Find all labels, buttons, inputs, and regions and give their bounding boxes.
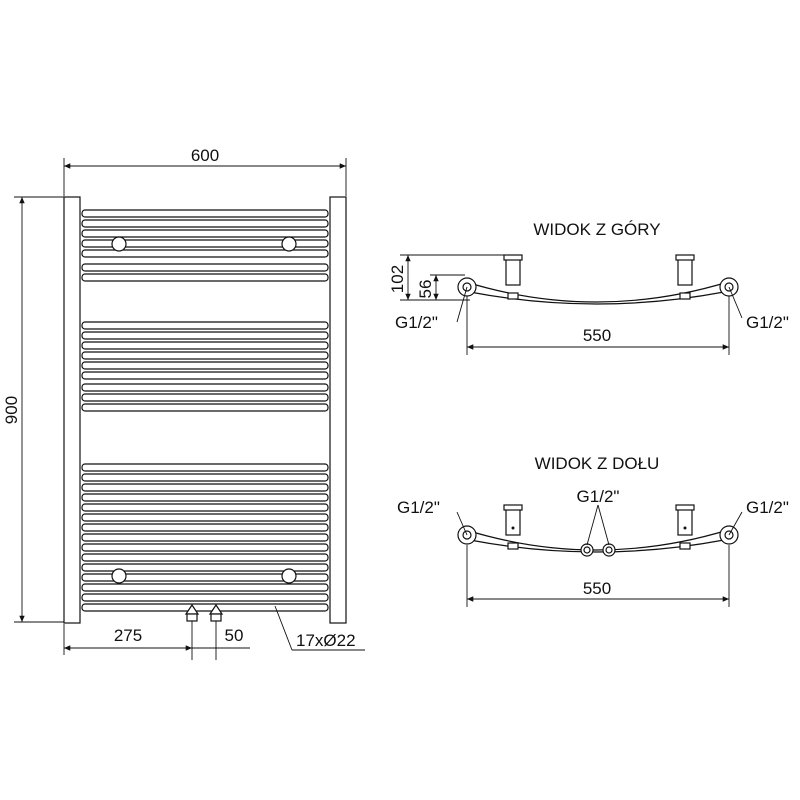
tubes-17x22-label: 17xØ22 — [296, 631, 356, 650]
top-curve-inner — [469, 291, 725, 305]
bottom-valves — [184, 603, 224, 660]
horizontal-tube — [81, 341, 329, 350]
horizontal-tube — [81, 463, 329, 472]
bottom-bracket-right — [677, 506, 693, 536]
depth-56-label: 56 — [416, 280, 435, 299]
right-post — [329, 196, 347, 624]
top-right-connection — [281, 236, 297, 252]
horizontal-tube — [81, 273, 329, 282]
height-900-label: 900 — [2, 396, 21, 424]
bottom-width-550-label: 550 — [583, 579, 611, 598]
horizontal-tube — [81, 563, 329, 572]
bottom-view: WIDOK Z DOŁU G1/2" G1/2" G1/2" 550 — [397, 454, 789, 607]
horizontal-tube — [81, 533, 329, 542]
spacing-50-label: 50 — [225, 626, 244, 645]
horizontal-tube — [81, 229, 329, 238]
top-width-550-label: 550 — [583, 326, 611, 345]
horizontal-tube — [81, 403, 329, 412]
horizontal-tube — [81, 219, 329, 228]
top-curve-outer — [465, 281, 729, 303]
top-view: WIDOK Z GÓRY 102 56 G1/2" G1/2" 550 — [388, 220, 789, 355]
horizontal-tube — [81, 493, 329, 502]
horizontal-tube — [81, 321, 329, 330]
horizontal-tube — [81, 593, 329, 602]
bottom-left-g12-label: G1/2" — [397, 498, 440, 517]
horizontal-tube — [81, 503, 329, 512]
left-post — [63, 196, 81, 624]
top-bracket-left — [505, 256, 521, 286]
horizontal-tube — [81, 473, 329, 482]
depth-102-label: 102 — [388, 265, 407, 293]
top-right-g12-label: G1/2" — [746, 313, 789, 332]
horizontal-tube — [81, 361, 329, 370]
bottom-curve-inner — [469, 539, 725, 553]
horizontal-tube — [81, 513, 329, 522]
bottom-right-connection — [281, 568, 297, 584]
horizontal-tube — [81, 209, 329, 218]
width-600-label: 600 — [191, 146, 219, 165]
top-bracket-right — [677, 256, 693, 286]
bottom-left-connection — [111, 568, 127, 584]
horizontal-tube — [81, 553, 329, 562]
top-left-connection — [111, 236, 127, 252]
bottom-curve-outer — [465, 529, 729, 551]
horizontal-tube — [81, 543, 329, 552]
bottom-center-g12-label: G1/2" — [577, 487, 620, 506]
horizontal-tube — [81, 383, 329, 392]
horizontal-tube — [81, 483, 329, 492]
front-view: 600 900 275 50 17xØ22 — [2, 146, 365, 660]
horizontal-tube — [81, 249, 329, 258]
horizontal-tube — [81, 263, 329, 272]
horizontal-tube — [81, 603, 329, 612]
horizontal-tube — [81, 573, 329, 582]
horizontal-tube — [81, 239, 329, 248]
top-left-g12-label: G1/2" — [395, 313, 438, 332]
bottom-right-g12-label: G1/2" — [746, 498, 789, 517]
top-view-title: WIDOK Z GÓRY — [533, 220, 660, 239]
horizontal-tube — [81, 331, 329, 340]
horizontal-tube — [81, 371, 329, 380]
bottom-view-title: WIDOK Z DOŁU — [535, 454, 660, 473]
horizontal-tubes — [81, 209, 329, 612]
horizontal-tube — [81, 351, 329, 360]
horizontal-tube — [81, 393, 329, 402]
horizontal-tube — [81, 583, 329, 592]
horizontal-tube — [81, 523, 329, 532]
bottom-bracket-left — [505, 506, 521, 536]
offset-275-label: 275 — [114, 626, 142, 645]
